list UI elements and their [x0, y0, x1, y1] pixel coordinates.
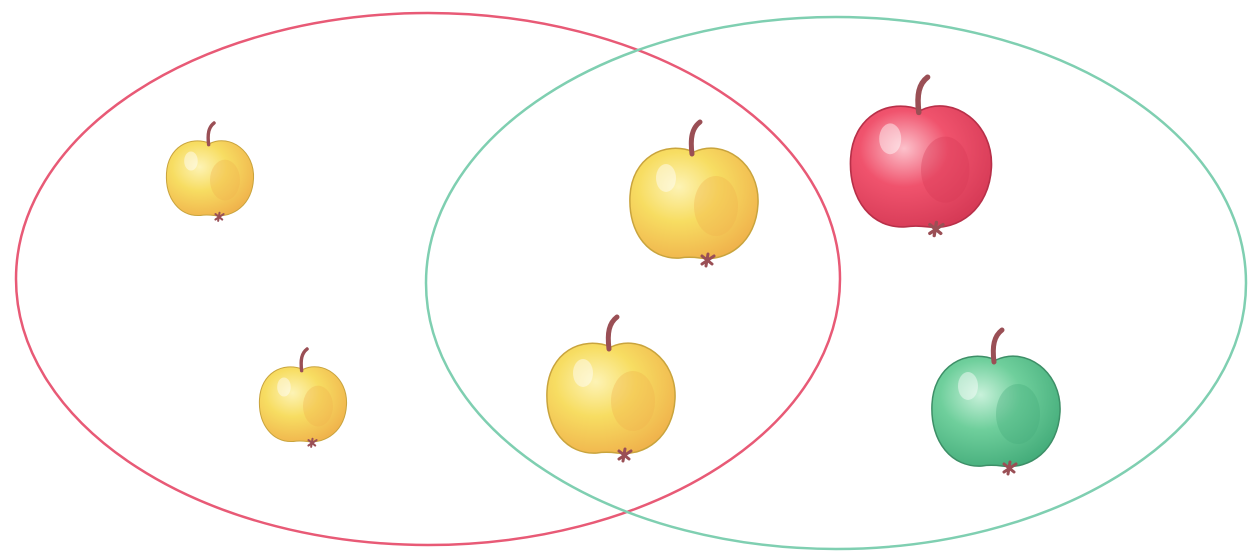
apple-body	[850, 106, 991, 227]
apple-body	[932, 356, 1060, 466]
apple-shade	[303, 386, 333, 427]
apple-green-right-bottom	[932, 330, 1060, 474]
apple-stem	[918, 77, 928, 112]
apple-shade	[210, 160, 240, 201]
apple-body	[259, 367, 346, 442]
apple-stem	[208, 123, 214, 145]
apple-highlight	[277, 378, 291, 397]
apple-shade	[611, 371, 655, 431]
apple-stem	[608, 317, 617, 349]
apple-highlight	[184, 152, 198, 171]
apple-calyx	[1004, 462, 1016, 474]
apple-highlight	[573, 359, 593, 387]
apple-stem	[691, 122, 700, 154]
apple-body	[166, 141, 253, 216]
left-set-ellipse	[16, 13, 840, 545]
apple-highlight	[656, 164, 676, 192]
right-set-ellipse	[426, 17, 1246, 549]
apple-body	[630, 148, 758, 258]
apple-body	[547, 343, 675, 453]
apple-calyx	[215, 213, 223, 221]
apple-highlight	[879, 123, 901, 154]
apple-highlight	[958, 372, 978, 400]
apple-stem	[301, 349, 307, 371]
apple-yellow-left-top	[166, 123, 253, 221]
apple-calyx	[308, 439, 316, 447]
apple-red-right-top	[850, 77, 991, 235]
apple-shade	[694, 176, 738, 236]
apple-stem	[993, 330, 1002, 362]
apple-yellow-left-bottom	[259, 349, 346, 447]
apple-shade	[921, 137, 969, 203]
apple-shade	[996, 384, 1040, 444]
apples-group	[166, 77, 1060, 474]
apple-calyx	[619, 449, 631, 461]
apple-yellow-mid-top	[630, 122, 758, 266]
apple-calyx	[930, 222, 943, 235]
apple-calyx	[702, 254, 714, 266]
apple-yellow-mid-bottom	[547, 317, 675, 461]
